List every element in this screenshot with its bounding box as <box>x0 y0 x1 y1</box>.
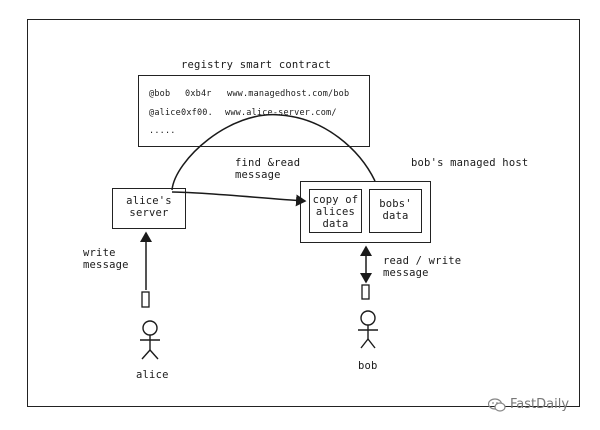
registry-row-bob-url: www.managedhost.com/bob <box>227 89 350 99</box>
registry-row-bob-handle: @bob <box>149 89 171 99</box>
watermark-text: FastDaily <box>510 397 570 412</box>
bob-host-title: bob's managed host <box>411 157 529 169</box>
registry-row-alice-url: www.alice-server.com/ <box>225 108 337 118</box>
bob-data-label: bobs' data <box>379 198 412 222</box>
registry-row-alice-handle: @alice <box>149 108 181 118</box>
alice-data-copy-box: copy of alices data <box>309 189 362 233</box>
alice-label: alice <box>136 369 169 381</box>
write-message-label: write message <box>83 247 129 271</box>
bob-managed-host-box: copy of alices data bobs' data <box>300 181 431 243</box>
watermark: FastDaily <box>488 397 569 412</box>
registry-row-alice-address: 0xf00. <box>181 108 213 118</box>
find-read-label: find &read message <box>235 157 301 181</box>
registry-row-bob-address: 0xb4r <box>185 89 212 99</box>
registry-box: @bob 0xb4r www.managedhost.com/bob @alic… <box>138 75 370 147</box>
read-write-message-label: read / write message <box>383 255 462 279</box>
diagram-frame <box>27 19 580 407</box>
registry-title: registry smart contract <box>181 59 331 71</box>
wechat-icon <box>488 397 506 412</box>
alice-server-label: alice's server <box>126 195 172 219</box>
bob-label: bob <box>358 360 378 372</box>
bob-data-box: bobs' data <box>369 189 422 233</box>
alice-server-box: alice's server <box>112 188 186 229</box>
registry-ellipsis: ..... <box>149 126 176 136</box>
alice-data-copy-label: copy of alices data <box>312 194 359 230</box>
